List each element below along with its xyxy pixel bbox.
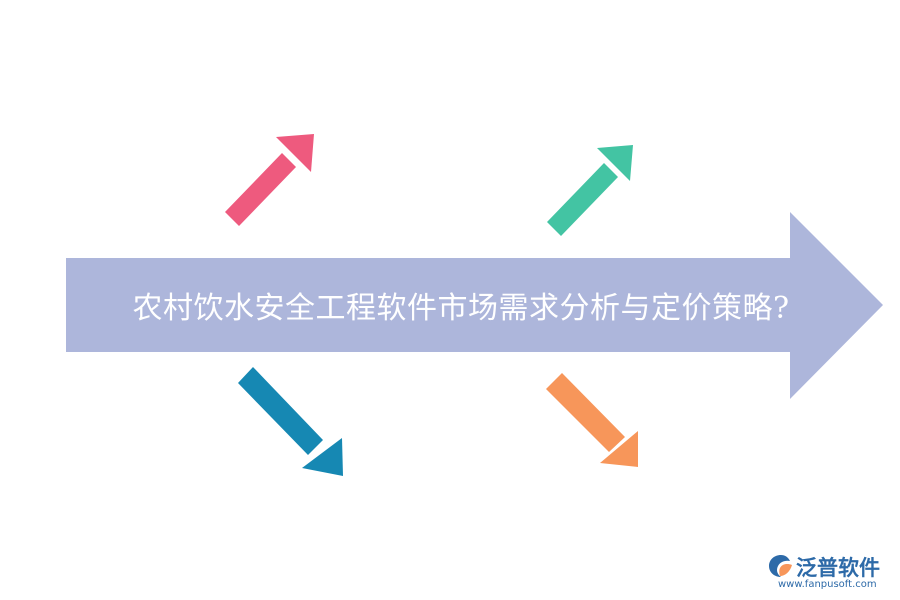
green-arrow-up-right xyxy=(547,145,633,236)
logo-name: 泛普软件 xyxy=(796,556,880,580)
blue-arrow-down-right xyxy=(238,367,343,476)
fanpu-logo[interactable]: 泛普软件 www.fanpusoft.com xyxy=(768,552,896,596)
diagram-title: 农村饮水安全工程软件市场需求分析与定价策略? xyxy=(132,291,790,326)
pink-arrow-up-right xyxy=(225,134,314,226)
logo-url: www.fanpusoft.com xyxy=(778,579,877,590)
main-arrow xyxy=(66,212,883,399)
orange-arrow-down-right xyxy=(546,373,638,467)
fanpu-logo-icon xyxy=(769,555,792,577)
